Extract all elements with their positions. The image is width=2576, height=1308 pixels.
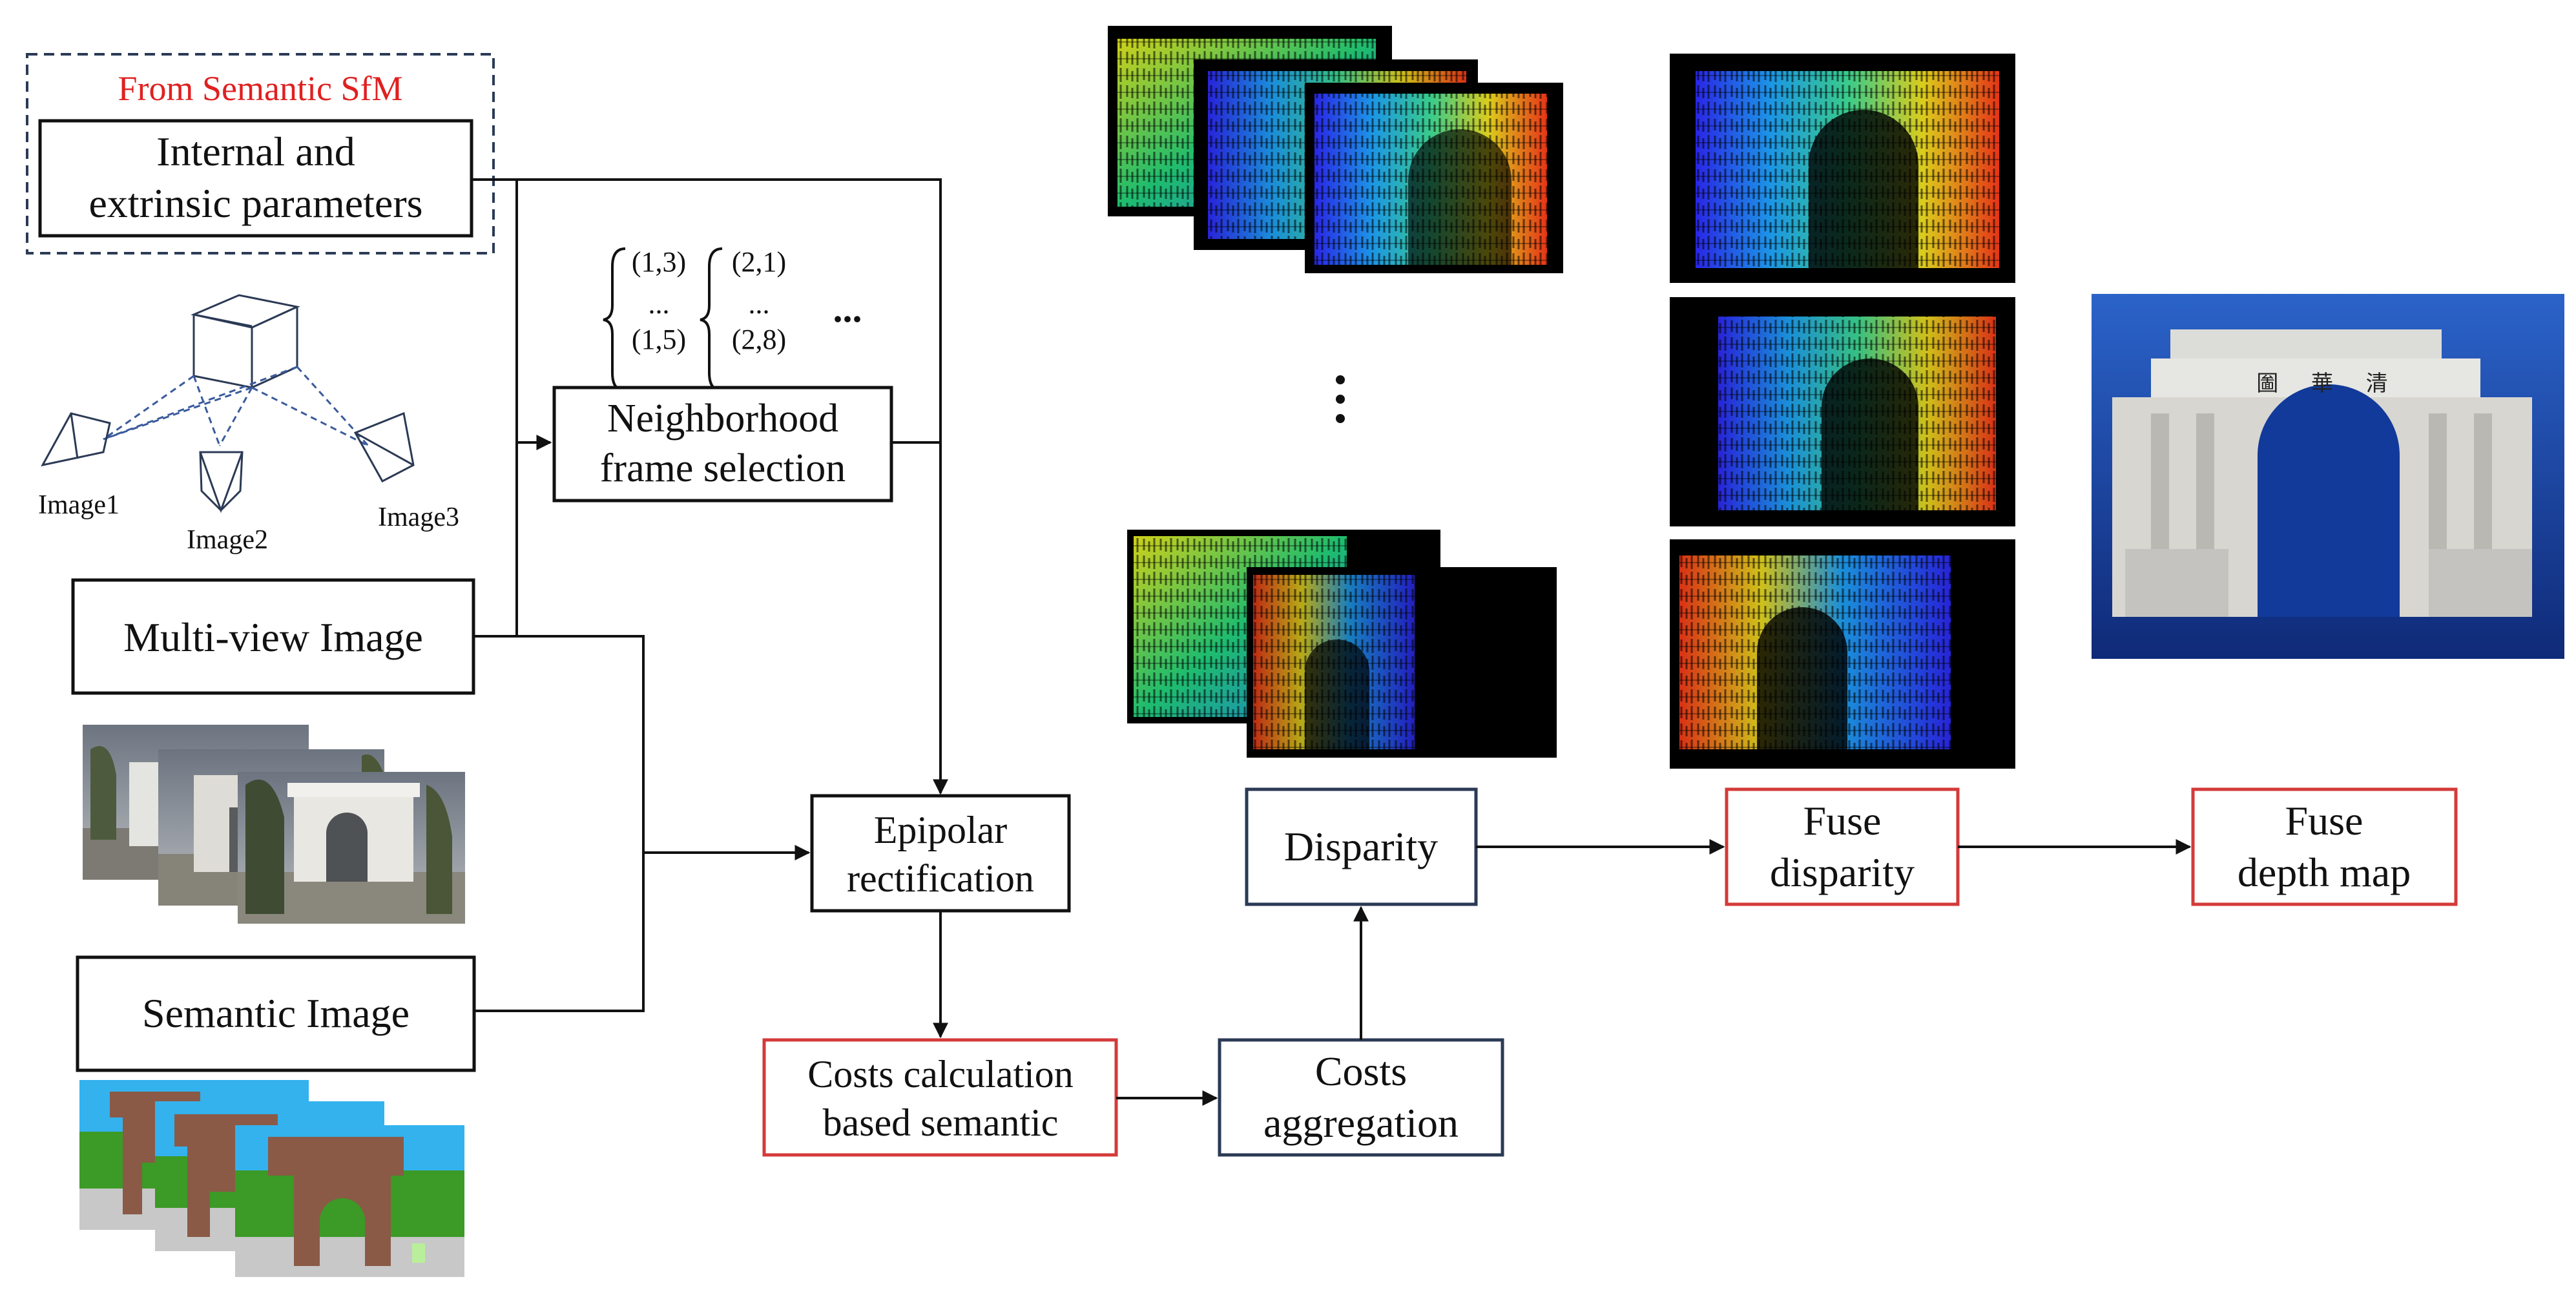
pair-group2-mid: ... [749,288,770,320]
disparity-box [1245,787,1478,906]
fuse-disparity-line2: disparity [1770,849,1915,895]
semantic-image-label: Semantic Image [142,990,410,1036]
fused-map-2 [1670,297,2015,526]
epipolar-box [810,794,1071,913]
disparity-label: Disparity [1284,824,1438,869]
multiview-photo-stack [83,725,465,924]
multiview-label: Multi-view Image [123,614,423,660]
neighborhood-line2: frame selection [600,446,846,490]
costs-agg-line2: aggregation [1263,1100,1459,1146]
fuse-disparity-line1: Fuse [1803,798,1882,844]
camera-rig-illustration: Image1 Image2 Image3 [38,294,459,555]
params-to-epipolar-arrow [472,178,948,795]
camera-3-icon [353,411,415,483]
params-line2: extrinsic parameters [88,180,422,226]
camera-3-label: Image3 [378,503,459,532]
pair-group2-top: (2,1) [732,246,786,278]
image-inputs-wire [473,635,645,1012]
params-line1: Internal and [156,129,355,174]
pair-group1-bot: (1,5) [632,324,686,355]
disparity-stack-top [1108,26,1563,273]
semantic-image-box [76,955,476,1072]
connectors [472,178,2192,1106]
pair-ellipsis: ... [833,287,862,330]
camera-2-icon [199,451,244,514]
pair-group1-mid: ... [649,288,670,320]
costs-calc-line2: based semantic [823,1101,1059,1144]
epipolar-line1: Epipolar [874,809,1008,851]
disparity-stack-bottom [1127,530,1557,758]
final-model-image: 圗 華 清 [2092,294,2564,659]
multiview-box [71,578,475,695]
pair-group1-top: (1,3) [632,246,686,278]
fuse-depth-box [2191,787,2458,906]
epipolar-line2: rectification [847,857,1034,900]
sfm-title: From Semantic SfM [118,69,403,108]
sfm-dashed-region [26,53,495,254]
fused-map-1 [1670,54,2015,283]
costs-agg-line1: Costs [1315,1048,1407,1094]
fuse-depth-line1: Fuse [2285,798,2363,844]
fuse-disparity-box [1725,787,1960,906]
camera-2-label: Image2 [187,525,268,555]
neighbor-pairs: (1,3) ... (1,5) (2,1) ... (2,8) ... [603,246,862,392]
neighborhood-line1: Neighborhood [607,397,838,441]
pair-group2-bot: (2,8) [732,324,786,355]
vertical-ellipsis [1336,375,1345,423]
neighborhood-box [552,386,893,503]
camera-1-icon [41,412,111,467]
camera-1-label: Image1 [38,490,119,520]
params-box [38,119,473,238]
gate-inscription: 圗 華 清 [2256,371,2401,397]
fuse-depth-line2: depth map [2238,849,2411,895]
fused-map-3 [1670,539,2015,769]
costs-calc-line1: Costs calculation [807,1053,1074,1095]
costs-calc-box [762,1038,1118,1157]
semantic-image-stack [79,1080,464,1277]
